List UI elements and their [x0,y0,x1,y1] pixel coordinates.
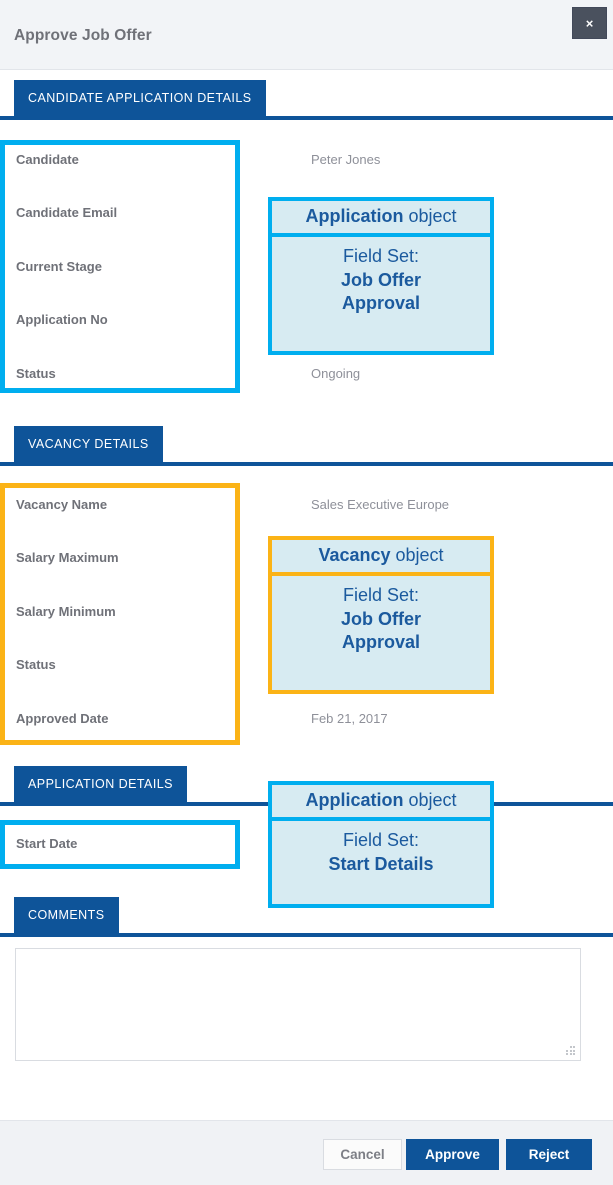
field-label-current-stage: Current Stage [16,259,102,274]
callout-fieldset-name-line1: Job Offer [340,269,421,290]
callout-fieldset-label: Field Set: [342,829,420,850]
section-header-application-details: APPLICATION DETAILS [0,766,613,806]
callout-fieldset: Field Set: Job Offer Approval [272,237,490,326]
annotation-callout-application-job-offer-approval: Application object Field Set: Job Offer … [268,197,494,355]
section-divider [0,116,613,120]
section-divider [0,462,613,466]
field-value-status-candidate: Ongoing [311,366,361,381]
callout-object-suffix: object [390,545,444,565]
field-label-candidate-email: Candidate Email [16,205,118,220]
callout-object-title: Application object [272,201,490,237]
callout-object-suffix: object [403,206,457,226]
annotation-callout-vacancy-job-offer-approval: Vacancy object Field Set: Job Offer Appr… [268,536,494,694]
field-value-approved-date: Feb 21, 2017 [311,711,388,726]
callout-fieldset-label: Field Set: [342,584,420,605]
callout-fieldset: Field Set: Start Details [272,821,490,887]
callout-fieldset-label: Field Set: [342,245,420,266]
section-divider [0,802,613,806]
field-label-vacancy-name: Vacancy Name [16,497,108,512]
callout-fieldset-name-line2: Approval [341,632,420,653]
close-icon[interactable]: × [572,7,607,39]
section-tab-vacancy-details[interactable]: VACANCY DETAILS [14,426,163,462]
section-tab-application-details[interactable]: APPLICATION DETAILS [14,766,187,802]
section-header-comments: COMMENTS [0,897,613,937]
field-label-status-vacancy: Status [16,657,56,672]
callout-object-name: Application [305,206,404,226]
cancel-button[interactable]: Cancel [323,1139,402,1170]
comments-textarea[interactable] [15,948,581,1061]
field-label-salary-minimum: Salary Minimum [16,604,116,619]
field-label-start-date: Start Date [16,836,78,851]
callout-fieldset: Field Set: Job Offer Approval [272,576,490,665]
field-value-candidate: Peter Jones [311,152,381,167]
field-label-status-candidate: Status [16,366,56,381]
approve-button[interactable]: Approve [406,1139,499,1170]
section-divider [0,933,613,937]
field-label-application-no: Application No [16,312,108,327]
callout-fieldset-name-line1: Job Offer [340,608,421,629]
section-header-candidate-application-details: CANDIDATE APPLICATION DETAILS [0,80,613,120]
field-label-candidate: Candidate [16,152,79,167]
callout-object-title: Vacancy object [272,540,490,576]
page-title: Approve Job Offer [14,27,152,44]
field-label-salary-maximum: Salary Maximum [16,550,119,565]
section-header-vacancy-details: VACANCY DETAILS [0,426,613,466]
field-value-vacancy-name: Sales Executive Europe [311,497,450,512]
section-tab-candidate-application-details[interactable]: CANDIDATE APPLICATION DETAILS [14,80,266,116]
callout-fieldset-name-line2: Approval [341,293,420,314]
reject-button[interactable]: Reject [506,1139,592,1170]
field-label-approved-date: Approved Date [16,711,109,726]
callout-fieldset-name-line1: Start Details [328,853,434,874]
callout-object-name: Vacancy [318,545,391,565]
dialog-title-bar: Approve Job Offer × [0,0,613,70]
section-tab-comments[interactable]: COMMENTS [14,897,119,933]
